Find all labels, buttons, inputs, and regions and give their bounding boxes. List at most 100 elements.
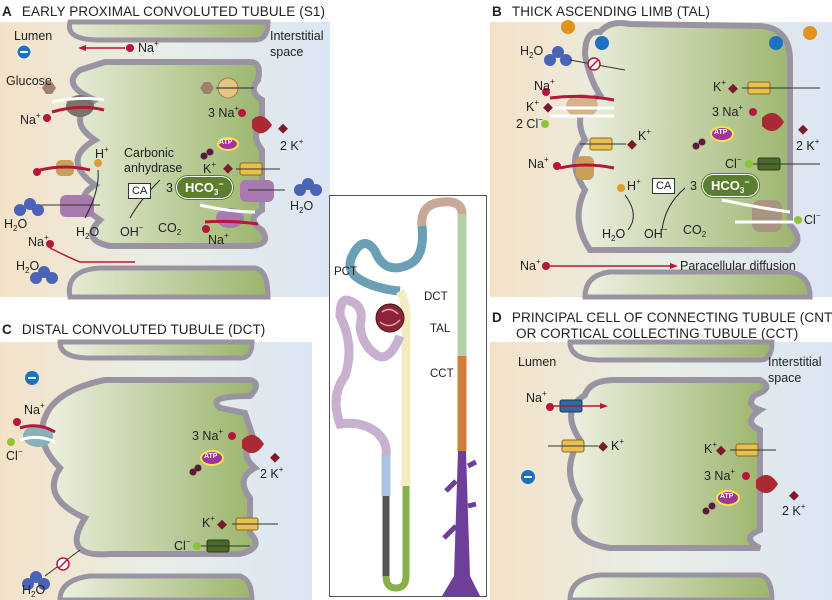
proton-label: H+ <box>627 177 641 193</box>
atp-label: ATP <box>714 129 728 136</box>
capillary-tuft <box>379 308 401 327</box>
interstitial-label-2: space <box>768 371 802 385</box>
upper-cell <box>567 339 775 363</box>
sodium-ion <box>43 114 51 122</box>
chloride-ion <box>745 160 753 168</box>
charge: + <box>104 145 109 154</box>
positive-charge-icon <box>561 20 575 34</box>
sodium-flux-arrow <box>559 163 615 170</box>
charge: − <box>662 225 668 234</box>
ion-name: Na <box>534 79 550 93</box>
sodium-ion <box>542 262 550 270</box>
charge: − <box>815 211 821 220</box>
ion-name: K <box>203 162 212 176</box>
paracellular-flux-arrow <box>49 247 135 263</box>
lower-cell <box>57 573 255 600</box>
inner-medullary-collecting-duct <box>442 451 480 596</box>
phosphate <box>189 468 197 476</box>
prohibition-slash <box>589 59 599 69</box>
upper-cell <box>57 339 255 361</box>
ion-name: Cl <box>6 449 18 463</box>
potassium-label: K+ <box>713 79 726 94</box>
two-potassium-label: 2 K+ <box>796 137 820 153</box>
nephron-overview-diagram: PCT DCT TAL CCT <box>329 195 487 597</box>
water-label: H2O <box>76 225 100 241</box>
paracellular-diffusion-label: Paracellular diffusion <box>680 259 796 273</box>
charge: + <box>814 137 820 146</box>
ion-name: 2 K <box>260 467 279 481</box>
epithelial-cell <box>567 377 770 551</box>
sodium-label: Na+ <box>208 231 229 247</box>
co2-label: CO2 <box>158 222 181 237</box>
ion-name: Na <box>20 113 36 127</box>
interstitial-label: Interstitial <box>270 29 324 43</box>
chloride-label: Cl− <box>6 448 22 463</box>
sodium-label: Na+ <box>24 402 45 417</box>
anhydrase-label: anhydrase <box>124 161 183 175</box>
sodium-flux-arrow <box>39 165 91 172</box>
water-molecule <box>544 46 572 66</box>
chloride-ion <box>794 216 802 224</box>
arrowhead <box>670 263 678 269</box>
water-label: H2O <box>22 583 46 599</box>
charge: + <box>636 177 641 186</box>
glucose-flux-arrow <box>51 96 105 104</box>
potassium-ion <box>543 102 553 113</box>
reaction-arrow <box>129 179 161 219</box>
tal-label: TAL <box>430 323 451 335</box>
ion-name: H <box>95 147 105 161</box>
ion-name: 3 Na <box>192 429 219 443</box>
glucose-molecule <box>200 82 214 94</box>
na-k-atpase <box>756 474 778 494</box>
dct-label: DCT <box>424 291 448 303</box>
atom: H <box>290 199 300 213</box>
ion-name: H <box>627 179 637 193</box>
ion-name: K <box>611 439 620 453</box>
aquaporin-apical <box>60 195 94 217</box>
glomerulus <box>375 303 405 333</box>
ion-name: Cl <box>804 213 816 227</box>
ion-name: Na <box>28 235 44 249</box>
tal-segment <box>396 288 411 486</box>
na-k-atpase <box>762 112 784 132</box>
charge: + <box>223 231 229 240</box>
panel-letter: D <box>492 310 502 325</box>
sodium-ion <box>553 162 561 170</box>
co2-label: CO2 <box>683 223 707 239</box>
prohibition-slash <box>58 559 68 569</box>
subscript: 2 <box>529 51 534 60</box>
two-chloride-label: 2 Cl− <box>516 116 543 131</box>
sodium-ion <box>742 472 750 480</box>
ion-name: 2 K <box>280 139 299 153</box>
phosphate <box>200 152 208 160</box>
charge: − <box>185 537 191 546</box>
panel-letter: B <box>492 4 502 19</box>
subscript: 2 <box>85 232 90 241</box>
phosphate <box>194 464 202 472</box>
glucose-molecule <box>42 82 56 94</box>
stoichiometry-three: 3 <box>166 181 173 195</box>
glucose-label: Glucose <box>6 74 52 88</box>
potassium-ion <box>270 452 280 463</box>
potassium-ion <box>598 441 608 452</box>
minus-glyph <box>20 51 28 53</box>
sodium-ion <box>126 44 134 52</box>
ion-name: 3 Na <box>712 105 739 119</box>
sodium-flux-arrow <box>549 94 615 102</box>
atp-label: ATP <box>720 493 734 500</box>
three-sodium-label: 3 Na+ <box>712 104 743 119</box>
chloride-label: Cl− <box>174 537 191 553</box>
charge: + <box>35 111 41 120</box>
bicarbonate-pill: HCO3− <box>702 174 759 197</box>
charge: + <box>712 440 718 449</box>
lower-cell <box>567 572 775 600</box>
lumen-label: Lumen <box>14 29 53 43</box>
water-molecule <box>30 266 58 284</box>
water-molecule <box>14 198 44 216</box>
ion-name: K <box>202 516 211 530</box>
charge: + <box>543 155 549 164</box>
